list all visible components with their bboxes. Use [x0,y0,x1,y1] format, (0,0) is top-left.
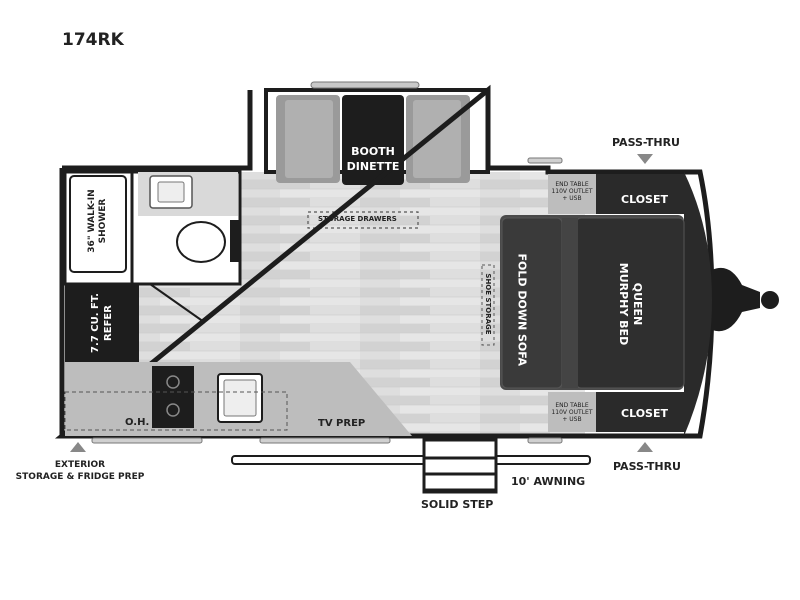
storage-drawers-outline [307,211,419,229]
booth-dinette-label: BOOTH DINETTE [342,144,404,174]
booth-label: BOOTH [351,145,395,158]
end-table-top [548,174,596,214]
murphy-bed-line1: QUEEN [631,282,644,326]
shower-label-line1: 36" WALK-IN [87,189,97,253]
refer-label-line1: 7.7 CU. FT. [90,293,101,353]
pass-thru-arrow-top [637,154,653,164]
end-table-bottom-line1: END TABLE [555,402,589,409]
pass-thru-arrow-bottom [637,442,653,452]
tv-prep-label: TV PREP [318,418,366,429]
toilet [176,221,226,263]
murphy-bed-line2: MURPHY BED [617,262,630,346]
refrigerator [65,284,139,362]
closet-top-box [596,174,684,214]
fold-down-sofa-label: FOLD DOWN SOFA [515,253,529,367]
overhead-cabinet [64,391,288,431]
end-table-bottom-line2: 110V OUTLET [551,409,593,416]
end-table-bottom [548,392,596,432]
closet-bottom-label: CLOSET [621,407,668,420]
oh-label: O.H. [125,417,150,428]
model-name: 174RK [62,30,124,50]
awning-bar [231,455,591,465]
exterior-storage-label: EXTERIOR STORAGE & FRIDGE PREP [10,459,150,483]
bath-door [149,283,205,323]
exterior-label-line1: EXTERIOR [54,460,106,470]
pass-thru-top-label: PASS-THRU [612,136,680,149]
front-cap [684,172,712,436]
solid-step-label: SOLID STEP [421,498,494,511]
end-table-top-label: END TABLE 110V OUTLET + USB [548,181,596,202]
refer-label: 7.7 CU. FT. REFER [89,287,115,359]
dinette-table [342,95,404,185]
shoe-storage-label: SHOE STORAGE [484,273,492,335]
storage-drawers-label: STORAGE DRAWERS [318,215,397,223]
fold-down-sofa [501,217,563,389]
dinette-label: DINETTE [346,160,400,173]
awning-label: 10' AWNING [511,475,586,488]
end-table-top-line1: END TABLE [555,181,589,188]
murphy-bed-label: QUEEN MURPHY BED [616,254,644,354]
shower-label-line2: SHOWER [98,198,108,244]
exterior-label-line2: STORAGE & FRIDGE PREP [15,472,145,482]
hitch [712,267,779,332]
end-table-bottom-line3: + USB [562,416,582,423]
shower-label: 36" WALK-IN SHOWER [87,179,109,263]
refer-label-line2: REFER [103,305,114,341]
end-table-top-line2: 110V OUTLET [551,188,593,195]
shoe-storage-outline [481,264,495,346]
entry-step [422,438,498,494]
exterior-arrow [70,442,86,452]
shower [69,175,127,273]
pass-thru-bottom-label: PASS-THRU [613,460,681,473]
closet-top-label: CLOSET [621,193,668,206]
closet-bottom-box [596,392,684,432]
end-table-bottom-label: END TABLE 110V OUTLET + USB [548,402,596,423]
end-table-top-line3: + USB [562,195,582,202]
